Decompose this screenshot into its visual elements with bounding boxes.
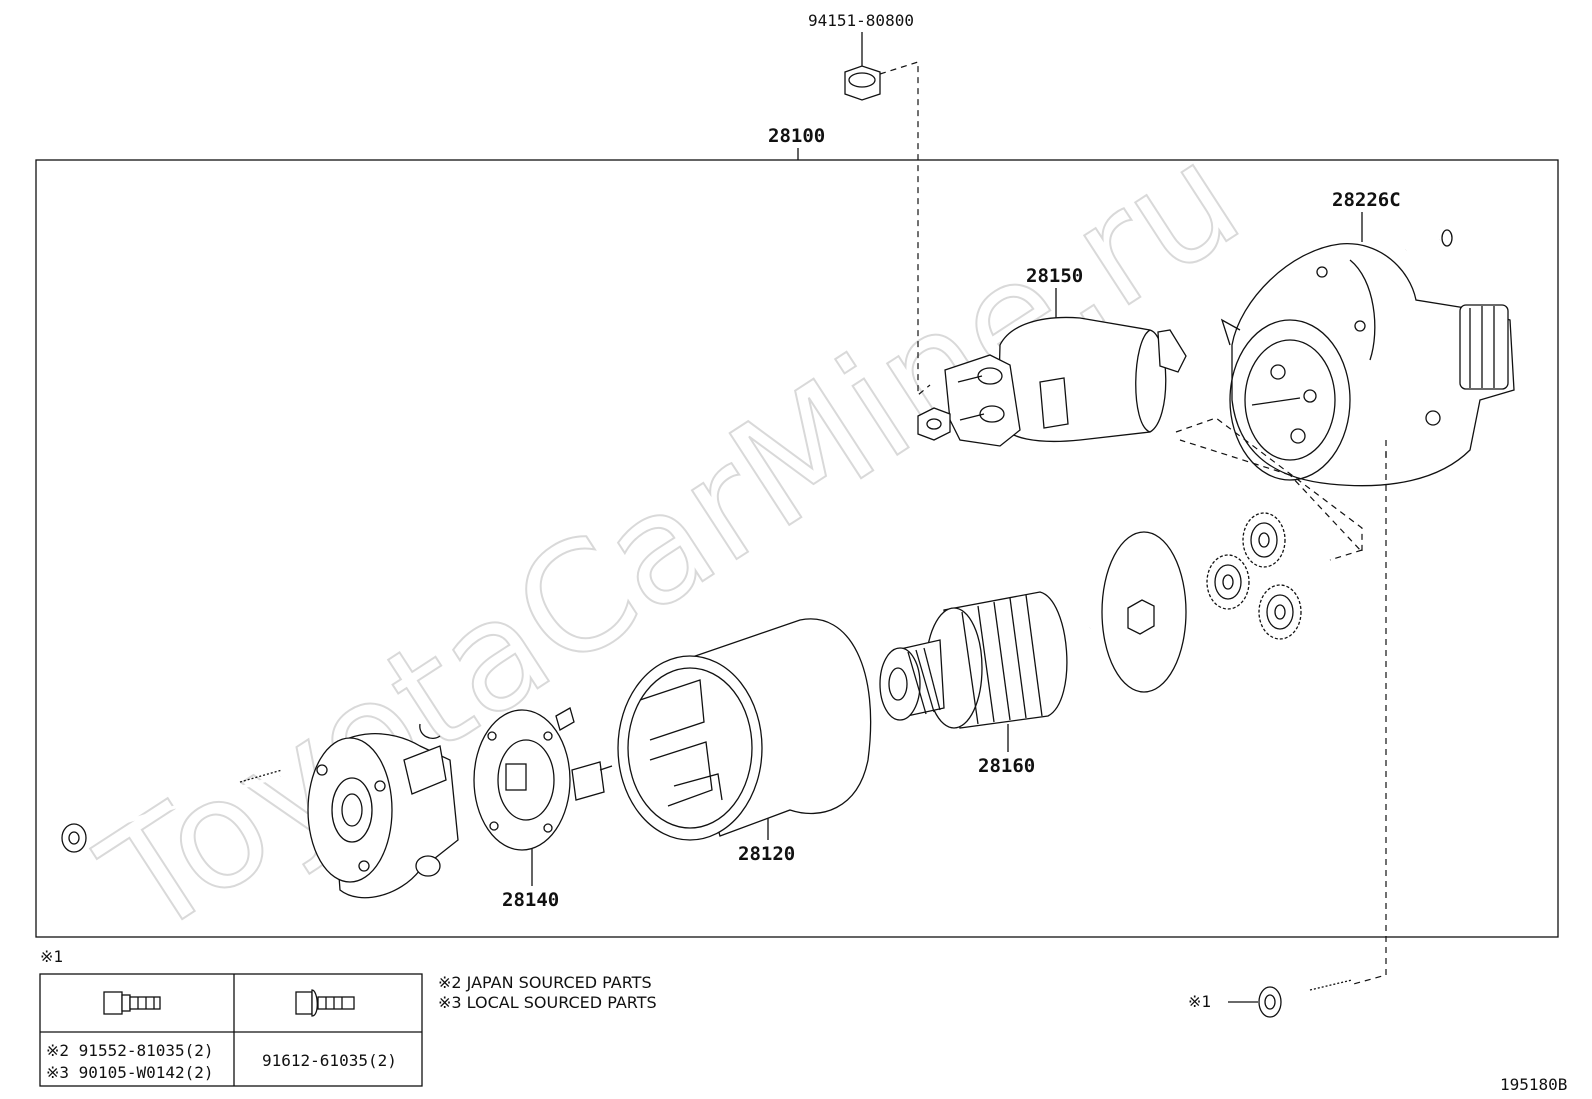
legend-part-washer-bolt[interactable]: 91612-61035(2) [262, 1051, 397, 1070]
through-bolt-icon [61, 769, 283, 853]
washer-bolt-icon [295, 989, 355, 1017]
legend-ref-mark: ※1 [40, 947, 63, 966]
label-94151-80800[interactable]: 94151-80800 [808, 11, 914, 30]
planetary-gear-bottom-icon [1258, 584, 1302, 640]
internal-gear-plate [1101, 531, 1187, 693]
flange-bolt-icon [103, 991, 161, 1015]
planetary-gear-left-icon [1206, 554, 1250, 610]
note-local-sourced: ※3 LOCAL SOURCED PARTS [438, 993, 657, 1012]
commutator-end-frame [307, 723, 459, 899]
label-28100[interactable]: 28100 [768, 125, 825, 147]
legend-part-local[interactable]: ※3 90105-W0142(2) [46, 1063, 214, 1082]
gear-housing-28226C [1220, 243, 1515, 487]
watermark: ToyotaCarMine.ru [74, 111, 1269, 971]
legend-part-japan[interactable]: ※2 91552-81035(2) [46, 1041, 214, 1060]
label-28140[interactable]: 28140 [502, 889, 559, 911]
yoke-28120 [617, 618, 872, 841]
label-28150[interactable]: 28150 [1026, 265, 1083, 287]
label-28226C[interactable]: 28226C [1332, 189, 1401, 211]
housing-screw-icon [1405, 229, 1453, 252]
diagram-code: 195180B [1500, 1075, 1567, 1094]
starter-assembly-frame [35, 159, 1559, 938]
brush-holder-28140 [473, 707, 613, 851]
solenoid-28150 [917, 316, 1187, 447]
armature-28160 [879, 591, 1091, 729]
label-28160[interactable]: 28160 [978, 755, 1035, 777]
note-japan-sourced: ※2 JAPAN SOURCED PARTS [438, 973, 652, 992]
legend-table [39, 973, 423, 1087]
label-bolt-ref[interactable]: ※1 [1188, 992, 1211, 1011]
flange-bolt-bottom-icon [1258, 978, 1353, 1018]
planetary-gear-top-icon [1242, 512, 1286, 568]
nut-top-icon [844, 65, 881, 101]
label-28120[interactable]: 28120 [738, 843, 795, 865]
